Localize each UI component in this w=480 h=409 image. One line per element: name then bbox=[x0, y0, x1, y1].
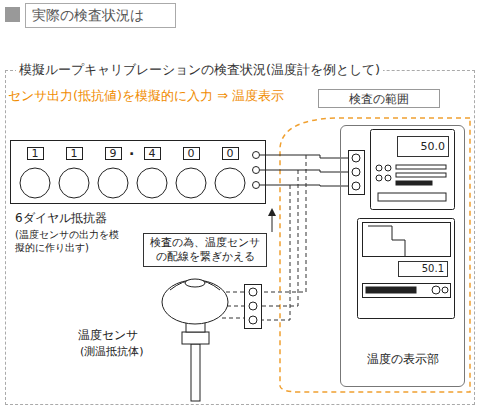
node-text: 模擬ループキャリブレーションの検査状況(温度計を例として) bbox=[16, 62, 383, 78]
sensor-terminal-block bbox=[245, 285, 262, 329]
sensor-head bbox=[162, 280, 228, 324]
header-box bbox=[26, 4, 176, 28]
wire-connector bbox=[266, 170, 340, 172]
terminal-strip bbox=[349, 151, 365, 195]
dial-knob bbox=[176, 168, 206, 198]
dial-knob bbox=[215, 168, 245, 198]
page-title: 実際の検査状況は bbox=[32, 6, 144, 24]
wires bbox=[260, 155, 352, 186]
device-knob bbox=[432, 286, 440, 294]
resistor-box: 6ダイヤル抵抗器(温度センサの出力を模擬的に作り出す)119400 bbox=[10, 140, 266, 204]
dial-knob bbox=[98, 168, 128, 198]
recorder-screen: 50.1 bbox=[398, 261, 448, 277]
callout-arrow bbox=[268, 208, 276, 232]
sensor-nut bbox=[182, 332, 209, 344]
device-bar bbox=[396, 173, 446, 177]
header-square bbox=[5, 7, 20, 22]
node-text: (温度センサの出力を模擬的に作り出す) bbox=[15, 228, 119, 254]
device-button bbox=[385, 165, 391, 171]
terminal-strip bbox=[245, 285, 262, 329]
node-text: 1 bbox=[71, 148, 78, 159]
label-text: センサ出力(抵抗値)を模擬的に入力 ⇒ 温度表示 bbox=[8, 88, 284, 104]
terminal bbox=[352, 168, 360, 176]
node-text: 温度の表示部 bbox=[341, 352, 464, 367]
chart-trace bbox=[368, 226, 405, 256]
terminal bbox=[253, 152, 260, 159]
recorder-device bbox=[358, 219, 455, 319]
device-knob bbox=[442, 287, 448, 293]
header-decoration bbox=[5, 4, 176, 28]
dial-digit: 9 bbox=[105, 147, 122, 160]
label-text: (測温抵抗体) bbox=[80, 345, 144, 359]
dial-digit: 0 bbox=[183, 147, 200, 160]
dial-digit: 1 bbox=[66, 147, 83, 160]
node-text: 1 bbox=[32, 148, 39, 159]
temperature-sensor bbox=[162, 279, 228, 401]
callout-line bbox=[272, 215, 273, 232]
node-text: 検査の範囲 bbox=[349, 92, 409, 106]
terminal bbox=[253, 167, 260, 174]
chart-area bbox=[363, 223, 451, 257]
inspection-range-outline bbox=[280, 118, 470, 392]
node-text: 6ダイヤル抵抗器 bbox=[15, 211, 107, 226]
device-strip bbox=[366, 287, 416, 293]
arrowhead bbox=[268, 208, 276, 216]
indicator-device bbox=[371, 130, 455, 210]
dial-digit: 1 bbox=[27, 147, 44, 160]
node-text: 50.1 bbox=[422, 263, 444, 275]
dial-knob bbox=[137, 168, 167, 198]
device-button bbox=[376, 175, 382, 181]
terminal bbox=[253, 182, 260, 189]
device-bar bbox=[378, 193, 446, 201]
frame: 模擬ループキャリブレーションの検査状況(温度計を例として)検査の範囲6ダイヤル抵… bbox=[5, 70, 475, 405]
device-body bbox=[358, 219, 455, 319]
indicator-screen: 50.0 bbox=[397, 136, 449, 157]
node-text: 0 bbox=[227, 148, 234, 159]
dial-digit: 4 bbox=[144, 147, 161, 160]
device-bar bbox=[396, 181, 432, 185]
label-text: 温度センサ bbox=[78, 328, 138, 343]
node-text: 9 bbox=[110, 148, 117, 159]
range-box: 検査の範囲 bbox=[318, 89, 440, 108]
sensor-wire bbox=[257, 155, 306, 292]
terminal bbox=[249, 288, 257, 296]
device-button bbox=[376, 165, 382, 171]
dial-knob bbox=[59, 168, 89, 198]
sensor-stem bbox=[191, 344, 200, 401]
sensor-head-cap bbox=[170, 280, 220, 290]
node-text: 検査の為、温度センサの配線を繋ぎかえる bbox=[147, 236, 263, 264]
terminal bbox=[352, 154, 360, 162]
terminal bbox=[249, 316, 257, 324]
sensor-head-cap bbox=[185, 279, 205, 287]
terminal bbox=[352, 182, 360, 190]
device-strip bbox=[363, 284, 451, 298]
display-panel: 温度の表示部 50.0 50.1 bbox=[340, 125, 465, 387]
dial-digit: 0 bbox=[222, 147, 239, 160]
node-text: 50.0 bbox=[421, 140, 446, 153]
display-terminals bbox=[349, 151, 365, 195]
device-button bbox=[385, 175, 391, 181]
terminal bbox=[249, 302, 257, 310]
decimal-point: . bbox=[129, 143, 134, 157]
dial-knob bbox=[20, 168, 50, 198]
dial-knobs bbox=[20, 168, 245, 198]
node-text: 0 bbox=[188, 148, 195, 159]
device-body bbox=[371, 130, 455, 210]
resistor-terminals bbox=[253, 152, 260, 189]
callout-box: 検査の為、温度センサの配線を繋ぎかえる bbox=[143, 233, 267, 267]
node-text: 4 bbox=[149, 148, 156, 159]
device-bar bbox=[396, 165, 446, 169]
